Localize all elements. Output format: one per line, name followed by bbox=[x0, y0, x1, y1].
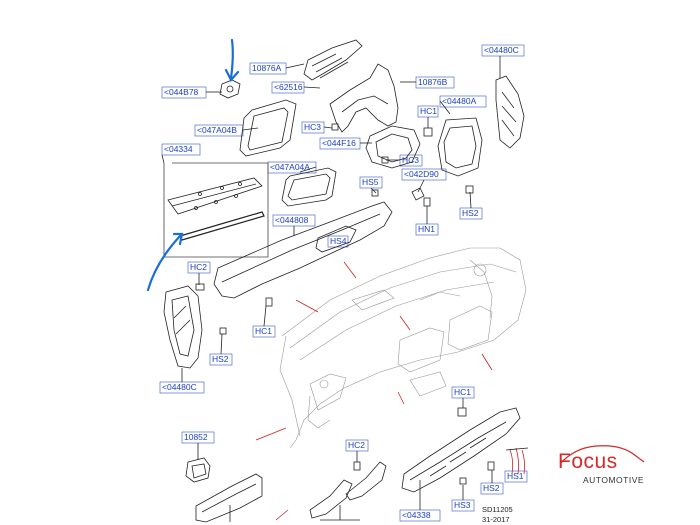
callout-044808: <044808 bbox=[275, 215, 309, 225]
annotation-arrow-top bbox=[224, 38, 240, 82]
logo-name: Focus bbox=[558, 450, 618, 473]
callout-hs2-left: HS2 bbox=[212, 354, 229, 364]
callout-044f16: <044F16 bbox=[322, 138, 356, 148]
callout-hc1-mid: HC1 bbox=[255, 326, 273, 336]
callout-04480c-top: <04480C bbox=[484, 45, 519, 55]
callout-04334: <04334 bbox=[164, 144, 193, 154]
callout-hc1-lower: HC1 bbox=[454, 387, 472, 397]
callout-10852: 10852 bbox=[184, 432, 208, 442]
callout-10876a: 10876A bbox=[252, 63, 282, 73]
callout-hc3-b: HC3 bbox=[402, 155, 420, 165]
callout-044b78: <044B78 bbox=[164, 87, 199, 97]
callout-hs3: HS3 bbox=[454, 500, 471, 510]
callout-042d90: <042D90 bbox=[404, 169, 439, 179]
callout-hs4: HS4 bbox=[330, 236, 347, 246]
focus-automotive-logo: Focus AUTOMOTIVE bbox=[556, 442, 696, 492]
reference-date: 31-2017 bbox=[482, 515, 510, 524]
callout-hc3-a: HC3 bbox=[304, 122, 322, 132]
callout-04338: <04338 bbox=[402, 510, 431, 520]
callout-04480a: <04480A bbox=[442, 96, 477, 106]
callout-hs5: HS5 bbox=[362, 177, 379, 187]
callout-hn1: HN1 bbox=[418, 224, 436, 234]
callout-hc2-left: HC2 bbox=[190, 262, 208, 272]
callout-62516: <62516 bbox=[274, 82, 303, 92]
callout-hs2-right: HS2 bbox=[462, 208, 479, 218]
callout-hc2-lower: HC2 bbox=[348, 440, 366, 450]
annotation-arrow-left bbox=[146, 232, 184, 292]
callout-hc1-top: HC1 bbox=[420, 106, 438, 116]
callout-hs1: HS1 bbox=[507, 471, 524, 481]
reference-code: SD11205 bbox=[482, 505, 513, 514]
callout-04480c-left: <04480C bbox=[162, 382, 197, 392]
logo-car-outline bbox=[559, 445, 645, 465]
logo-tagline: AUTOMOTIVE bbox=[583, 475, 645, 485]
callout-10876b: 10876B bbox=[418, 77, 448, 87]
callout-047a04a: <047A04A bbox=[270, 162, 310, 172]
callout-047a04b: <047A04B bbox=[197, 125, 237, 135]
callout-hs2-lower: HS2 bbox=[483, 483, 500, 493]
